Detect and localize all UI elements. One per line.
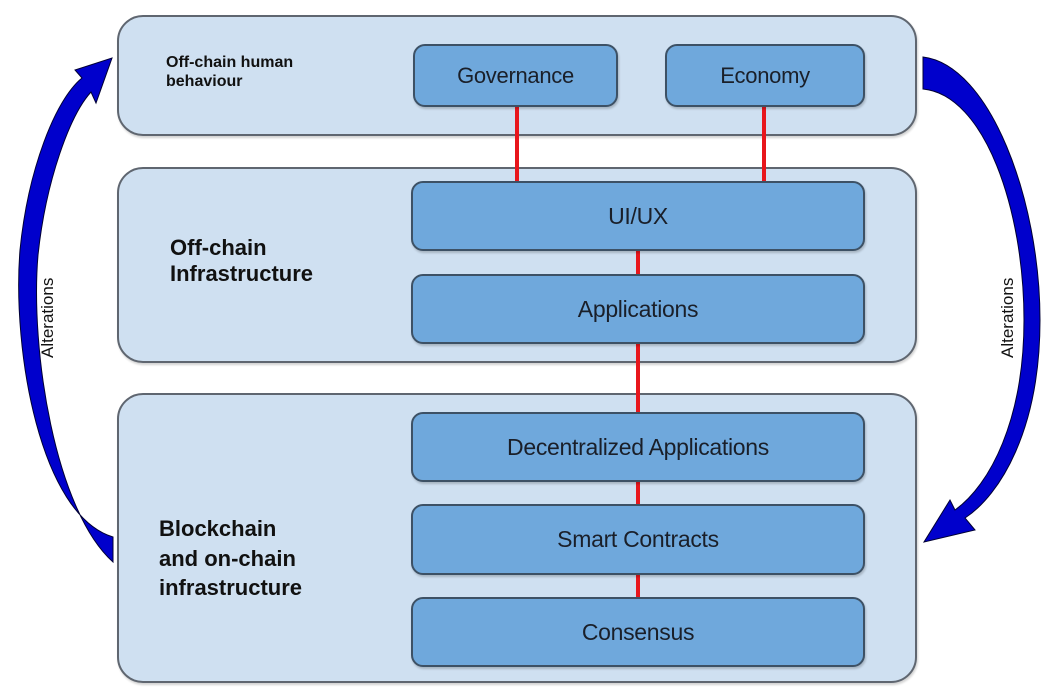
block-economy: Economy — [665, 44, 865, 107]
connector-economy-uiux — [762, 106, 766, 183]
connector-applications-dapps — [636, 342, 640, 414]
block-applications: Applications — [411, 274, 865, 344]
block-governance: Governance — [413, 44, 618, 107]
block-decentralized-applications: Decentralized Applications — [411, 412, 865, 482]
right-alteration-arrow — [922, 56, 1041, 543]
left-alteration-arrow — [18, 57, 114, 564]
connector-smart-contracts-consensus — [636, 573, 640, 599]
block-smart-contracts: Smart Contracts — [411, 504, 865, 575]
left-alterations-label: Alterations — [38, 277, 57, 358]
layer-label-off-chain-infrastructure: Off-chain Infrastructure — [170, 235, 314, 287]
connector-dapps-smart-contracts — [636, 480, 640, 506]
connector-governance-uiux — [515, 106, 519, 183]
layer-label-blockchain: Blockchain and on-chain infrastructure — [159, 516, 303, 601]
layer-label-human-behaviour: Off-chain human behaviour — [166, 54, 294, 91]
right-alterations-label: Alterations — [998, 277, 1017, 358]
block-ui-ux: UI/UX — [411, 181, 865, 251]
block-consensus: Consensus — [411, 597, 865, 667]
connector-uiux-applications — [636, 250, 640, 276]
